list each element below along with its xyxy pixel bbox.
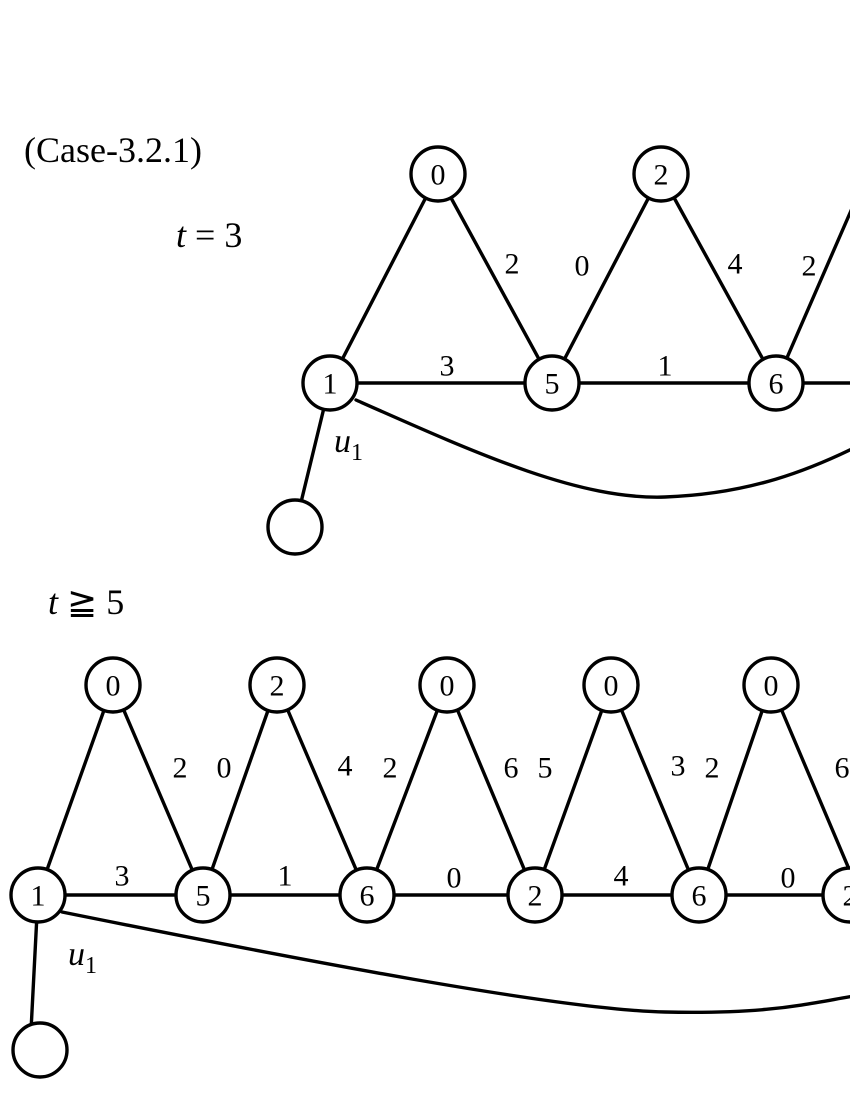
condition-t-geq-5: t ≧ 5 [48,582,124,622]
diagram-t-equals-3: t = 3 0 2 1 5 6 2 0 4 2 3 1 u1 [176,145,850,556]
bottom-node-label: 2 [528,880,543,913]
edge-label: 0 [217,752,232,785]
edge-label: 4 [338,750,353,783]
top-node-label: 0 [106,670,121,703]
edge [111,683,205,897]
top-node [418,656,476,714]
edge [533,683,613,897]
vertex-label-u1: u1 [334,423,363,466]
edge [436,172,554,385]
top-node [632,145,690,203]
edge-label: 3 [671,750,686,783]
edge-label: 3 [115,860,130,893]
edge [609,683,701,897]
bottom-node [523,354,581,412]
vertex-label-u1: u1 [68,936,97,979]
bottom-node [506,866,564,924]
edge-label: 1 [278,860,293,893]
bottom-node-label: 1 [323,368,338,401]
top-node-label: 2 [654,159,669,192]
top-node-label: 0 [440,670,455,703]
bottom-node [174,866,232,924]
edge [445,683,537,897]
edge [201,683,279,897]
edge [659,172,778,385]
top-node-label: 0 [604,670,619,703]
edge [774,208,850,385]
edge-label: 1 [658,350,673,383]
bottom-node-label: 6 [769,368,784,401]
edge [275,683,369,897]
edge [697,683,773,897]
bottom-node [338,866,396,924]
bottom-node [9,866,67,924]
edge-label: 0 [575,250,590,283]
edge [769,683,850,876]
bottom-node-label: 5 [545,368,560,401]
diagram-t-geq-5: t ≧ 5 0 2 0 0 0 1 5 6 2 [9,582,850,1079]
top-node [742,656,800,714]
top-node-label: 2 [270,670,285,703]
edge-label: 2 [383,752,398,785]
pendant-node [266,498,324,556]
bottom-node-label: 2 [843,880,850,913]
top-node-label: 0 [431,159,446,192]
bottom-node [301,354,359,412]
edge [328,172,440,385]
top-node [409,145,467,203]
edge-label: 5 [538,752,553,785]
edge-label: 4 [728,248,743,281]
top-node [582,656,640,714]
edge [36,683,115,897]
bottom-node [821,866,850,924]
edge [550,172,663,385]
bottom-node-label: 5 [196,880,211,913]
top-node [248,656,306,714]
curved-edge [60,910,850,1014]
bottom-node-label: 1 [31,880,46,913]
edge-label: 2 [705,752,720,785]
top-node [84,656,142,714]
edge [365,683,449,897]
edge-label: 2 [505,248,520,281]
edge-label: 6 [504,752,519,785]
top-node-label: 0 [764,670,779,703]
bottom-node [670,866,728,924]
edge-label: 3 [440,350,455,383]
curved-edge [354,398,850,499]
bottom-node-label: 6 [360,880,375,913]
pendant-node [11,1021,69,1079]
edge-label: 2 [802,250,817,283]
edge-label: 0 [781,862,796,895]
case-label: (Case-3.2.1) [24,130,202,170]
condition-t-equals-3: t = 3 [176,215,242,255]
bottom-node [747,354,805,412]
edge-label: 4 [614,860,629,893]
edge-label: 0 [447,862,462,895]
edge-label: 2 [173,752,188,785]
bottom-node-label: 6 [692,880,707,913]
edge-label: 6 [835,752,850,785]
